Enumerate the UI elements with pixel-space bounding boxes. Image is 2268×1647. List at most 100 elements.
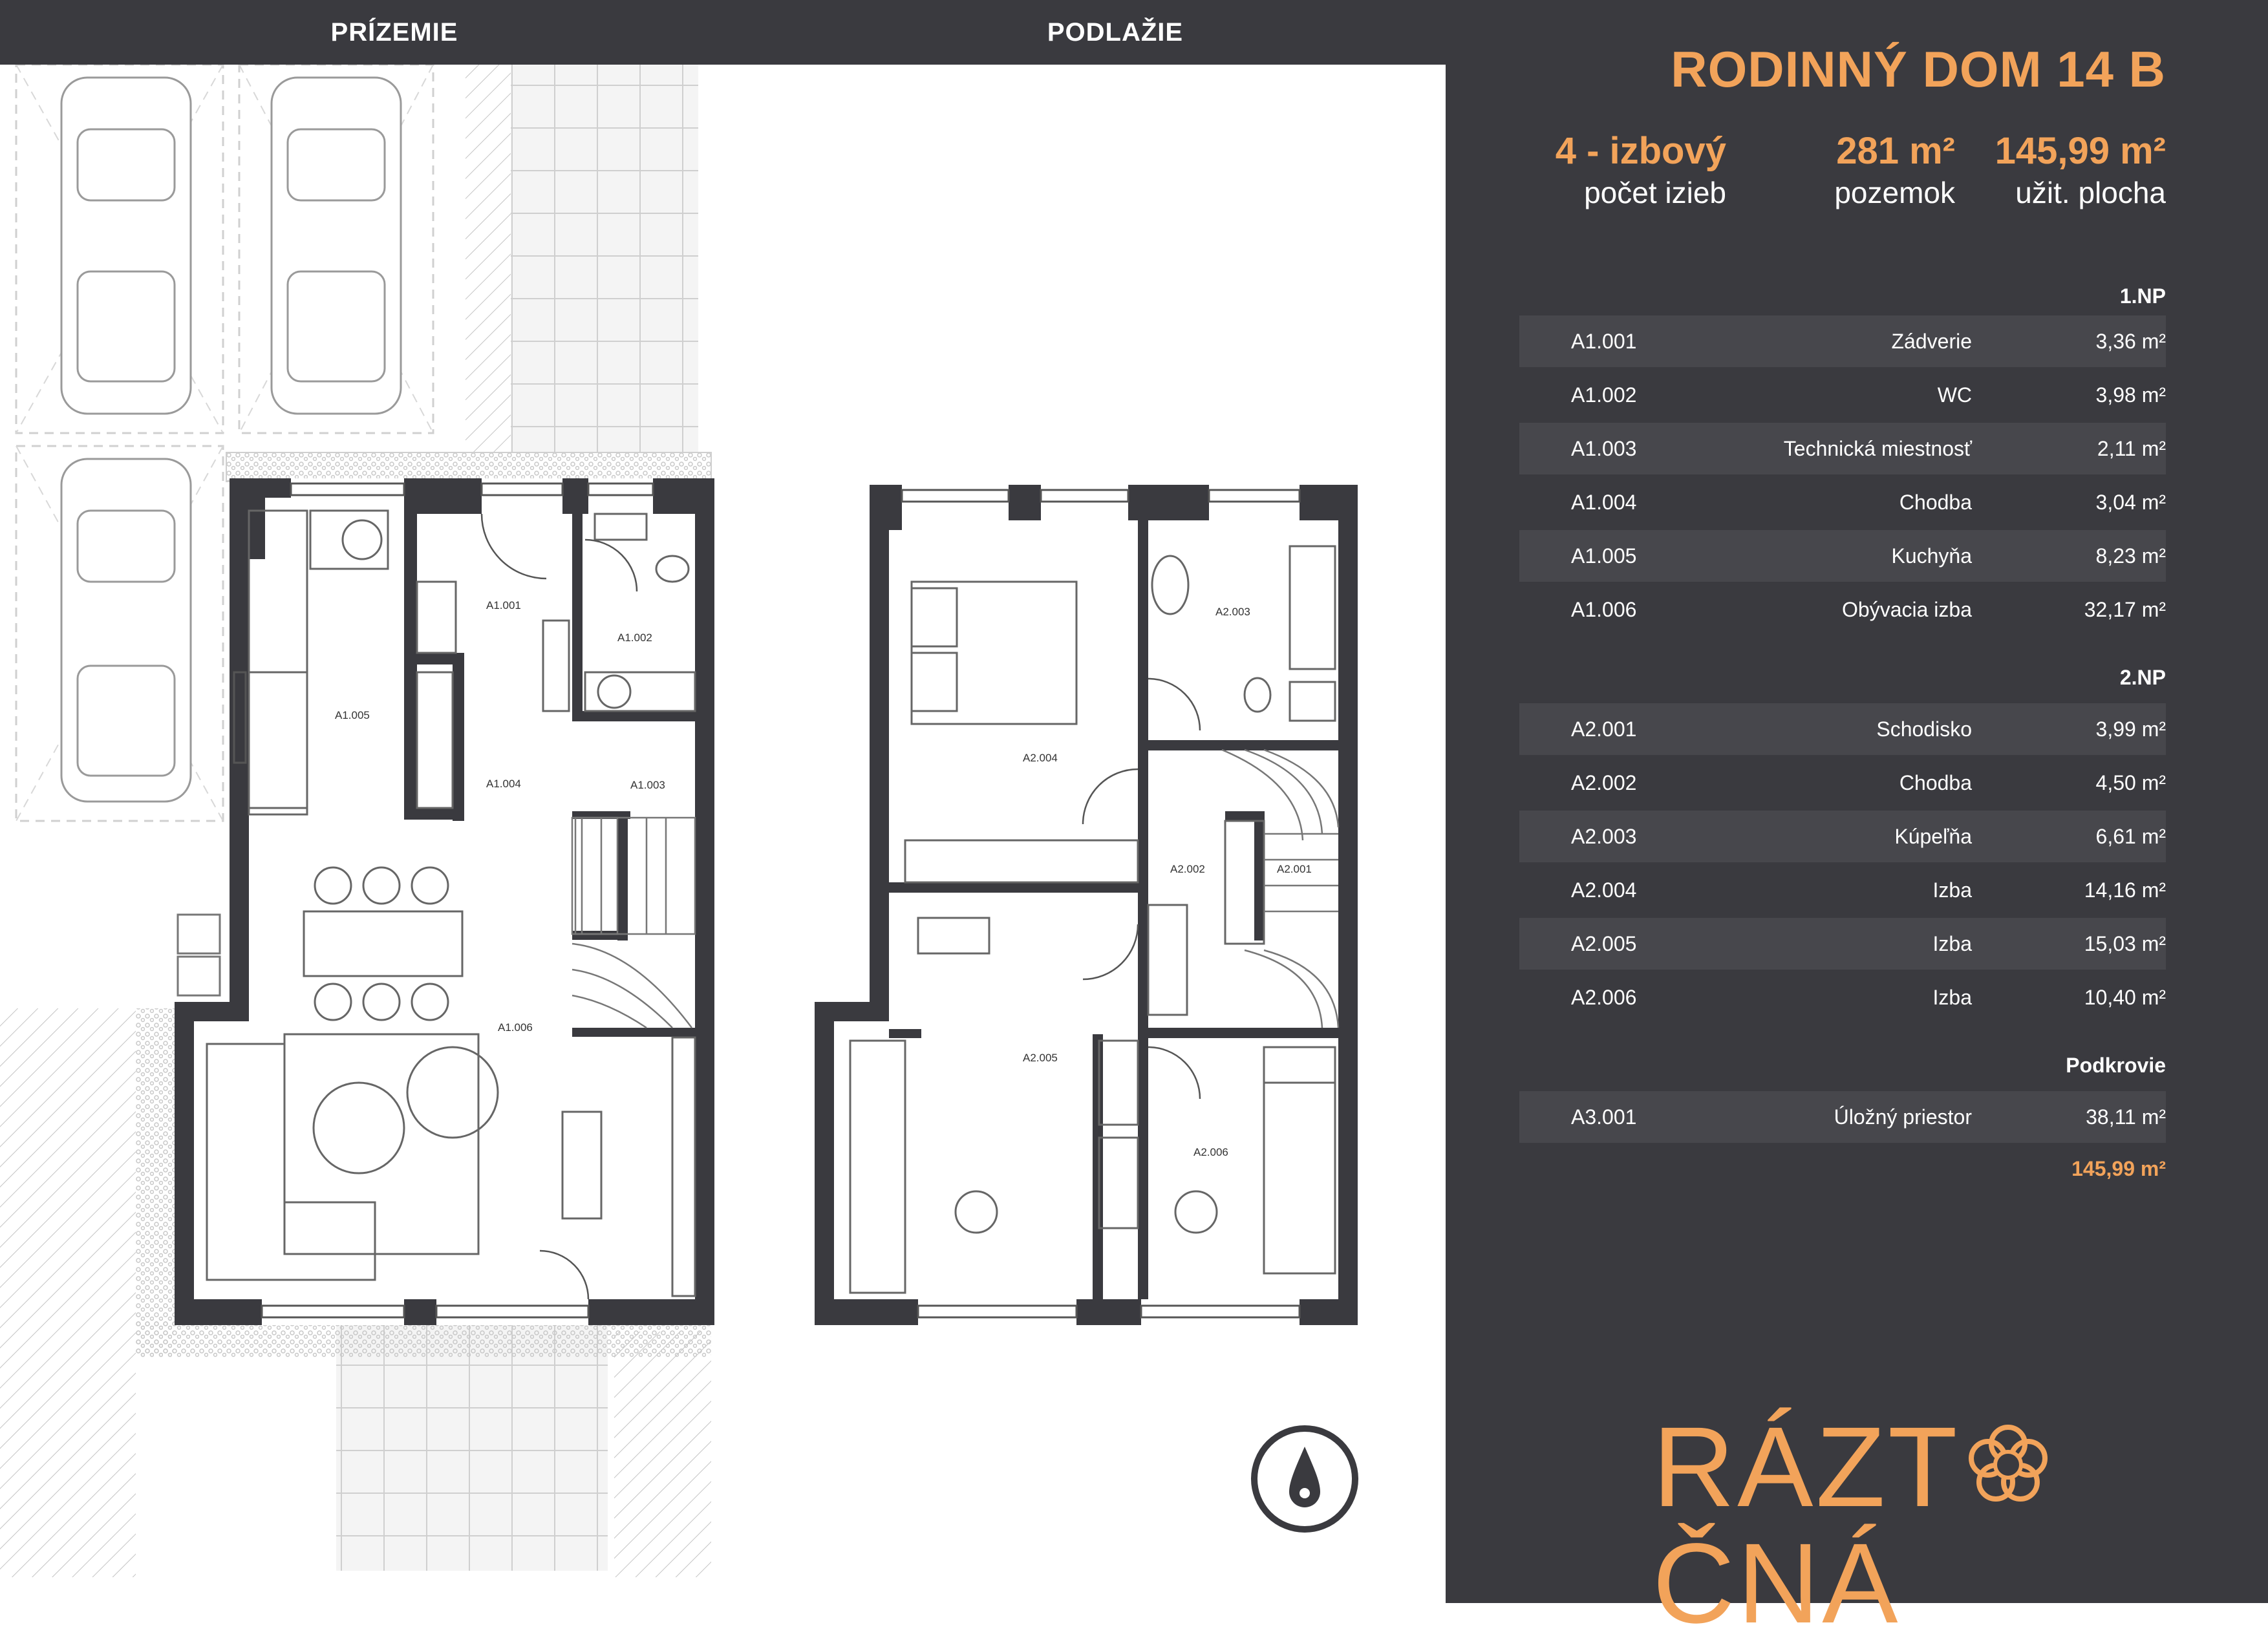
room-code: A2.004: [1571, 878, 1637, 902]
room-code: A2.001: [1571, 717, 1637, 741]
stat-plot: 281 m² pozemok: [1834, 129, 1955, 210]
table-row: A2.004 Izba 14,16 m²: [1519, 864, 2166, 916]
top-bar: PRÍZEMIE PODLAŽIE: [0, 0, 1446, 65]
room-area: 3,36 m²: [2095, 330, 2166, 353]
gravel-strip: [226, 452, 712, 482]
room-label-a2006: A2.006: [1193, 1146, 1228, 1158]
upper-floor-plan: [815, 485, 1358, 1325]
room-area: 3,99 m²: [2095, 717, 2166, 741]
table-row: A1.001 Zádverie 3,36 m²: [1519, 315, 2166, 367]
room-name: WC: [1937, 383, 1972, 407]
room-area: 3,98 m²: [2095, 383, 2166, 407]
room-label-a2003: A2.003: [1215, 606, 1250, 618]
tab-upper-floor[interactable]: PODLAŽIE: [1047, 18, 1184, 47]
car-icon: [270, 76, 402, 415]
brand-logo: RÁZT ČNÁ: [1653, 1409, 2157, 1642]
entrance-paving: [511, 65, 698, 452]
table-row: A2.005 Izba 15,03 m²: [1519, 918, 2166, 970]
car-icon: [60, 458, 192, 803]
logo-text-left: RÁZT: [1653, 1404, 1960, 1531]
room-label-a1002: A1.002: [617, 632, 652, 644]
room-area: 8,23 m²: [2095, 544, 2166, 568]
floor-heading: 2.NP: [2119, 666, 2166, 689]
room-code: A1.003: [1571, 437, 1637, 460]
room-area: 38,11 m²: [2086, 1105, 2166, 1129]
table-row: A2.003 Kúpeľňa 6,61 m²: [1519, 811, 2166, 862]
room-label-a1003: A1.003: [630, 779, 665, 791]
room-code: A2.002: [1571, 771, 1637, 794]
room-code: A1.001: [1571, 330, 1637, 353]
room-label-a2002: A2.002: [1170, 863, 1205, 875]
room-label-a2001: A2.001: [1277, 863, 1312, 875]
room-code: A2.003: [1571, 825, 1637, 848]
room-label-a1006: A1.006: [498, 1021, 533, 1034]
table-row: A2.002 Chodba 4,50 m²: [1519, 757, 2166, 809]
room-area: 14,16 m²: [2084, 878, 2166, 902]
room-code: A1.006: [1571, 598, 1637, 621]
stat-plot-label: pozemok: [1834, 176, 1955, 209]
room-area: 4,50 m²: [2095, 771, 2166, 794]
car-icon: [60, 76, 192, 415]
stat-rooms-value: 4 - izbový: [1555, 130, 1726, 172]
room-name: Chodba: [1899, 491, 1972, 514]
room-area: 10,40 m²: [2084, 986, 2166, 1009]
room-area: 6,61 m²: [2095, 825, 2166, 848]
room-name: Úložný priestor: [1834, 1105, 1972, 1129]
room-area: 15,03 m²: [2084, 932, 2166, 955]
table-row: A2.001 Schodisko 3,99 m²: [1519, 703, 2166, 755]
room-code: A1.002: [1571, 383, 1637, 407]
garden-hatch: [614, 1332, 711, 1577]
stat-rooms: 4 - izbový počet izieb: [1556, 129, 1726, 210]
room-area: 2,11 m²: [2097, 437, 2166, 460]
table-row: A1.004 Chodba 3,04 m²: [1519, 476, 2166, 528]
north-arrow-icon: [1251, 1425, 1358, 1533]
logo-text-right: ČNÁ: [1653, 1520, 1901, 1647]
garden-hatch: [0, 1008, 136, 1577]
room-name: Izba: [1932, 878, 1972, 902]
terrace-paving: [336, 1325, 608, 1571]
room-label-a1005: A1.005: [335, 709, 370, 721]
waste-bin-icon: [177, 913, 221, 955]
room-name: Izba: [1932, 986, 1972, 1009]
room-name: Obývacia izba: [1842, 598, 1972, 621]
room-code: A1.005: [1571, 544, 1637, 568]
table-row: A1.002 WC 3,98 m²: [1519, 369, 2166, 421]
room-label-a1001: A1.001: [486, 599, 521, 611]
room-name: Izba: [1932, 932, 1972, 955]
stat-usable-area-value: 145,99 m²: [1995, 130, 2166, 172]
ground-floor-plan: [175, 478, 714, 1325]
room-label-a2005: A2.005: [1023, 1052, 1058, 1064]
table-row: A3.001 Úložný priestor 38,11 m²: [1519, 1091, 2166, 1143]
stat-usable-area-label: užit. plocha: [2015, 176, 2166, 209]
room-name: Technická miestnosť: [1783, 437, 1972, 460]
room-area: 3,04 m²: [2095, 491, 2166, 514]
room-label-a1004: A1.004: [486, 778, 521, 790]
room-code: A2.005: [1571, 932, 1637, 955]
floor-plan-drawing: A1.001 A1.002 A1.003 A1.004 A1.005 A1.00…: [0, 65, 1358, 1577]
room-name: Schodisko: [1876, 717, 1972, 741]
table-row: A2.006 Izba 10,40 m²: [1519, 972, 2166, 1023]
table-row: A1.003 Technická miestnosť 2,11 m²: [1519, 423, 2166, 474]
room-name: Kúpeľňa: [1894, 825, 1972, 848]
room-area: 32,17 m²: [2084, 598, 2166, 621]
room-code: A2.006: [1571, 986, 1637, 1009]
info-panel: RODINNÝ DOM 14 B 4 - izbový počet izieb …: [1446, 0, 2268, 1642]
stat-usable-area: 145,99 m² užit. plocha: [1995, 129, 2166, 210]
flower-icon: [1968, 1425, 2048, 1502]
table-row: A1.006 Obývacia izba 32,17 m²: [1519, 584, 2166, 635]
stat-plot-value: 281 m²: [1836, 130, 1955, 172]
room-name: Zádverie: [1891, 330, 1973, 353]
room-label-a2004: A2.004: [1023, 752, 1058, 764]
waste-bin-icon: [177, 955, 221, 997]
room-name: Chodba: [1899, 771, 1972, 794]
room-code: A3.001: [1571, 1105, 1637, 1129]
room-code: A1.004: [1571, 491, 1637, 514]
room-name: Kuchyňa: [1891, 544, 1972, 568]
page-title: RODINNÝ DOM 14 B: [1671, 41, 2166, 98]
floor-heading: 1.NP: [2119, 284, 2166, 308]
table-row: A1.005 Kuchyňa 8,23 m²: [1519, 530, 2166, 582]
stat-rooms-label: počet izieb: [1584, 176, 1726, 209]
floor-heading: Podkrovie: [2066, 1054, 2166, 1077]
gravel-strip: [136, 1008, 175, 1357]
tab-ground-floor[interactable]: PRÍZEMIE: [330, 18, 458, 47]
